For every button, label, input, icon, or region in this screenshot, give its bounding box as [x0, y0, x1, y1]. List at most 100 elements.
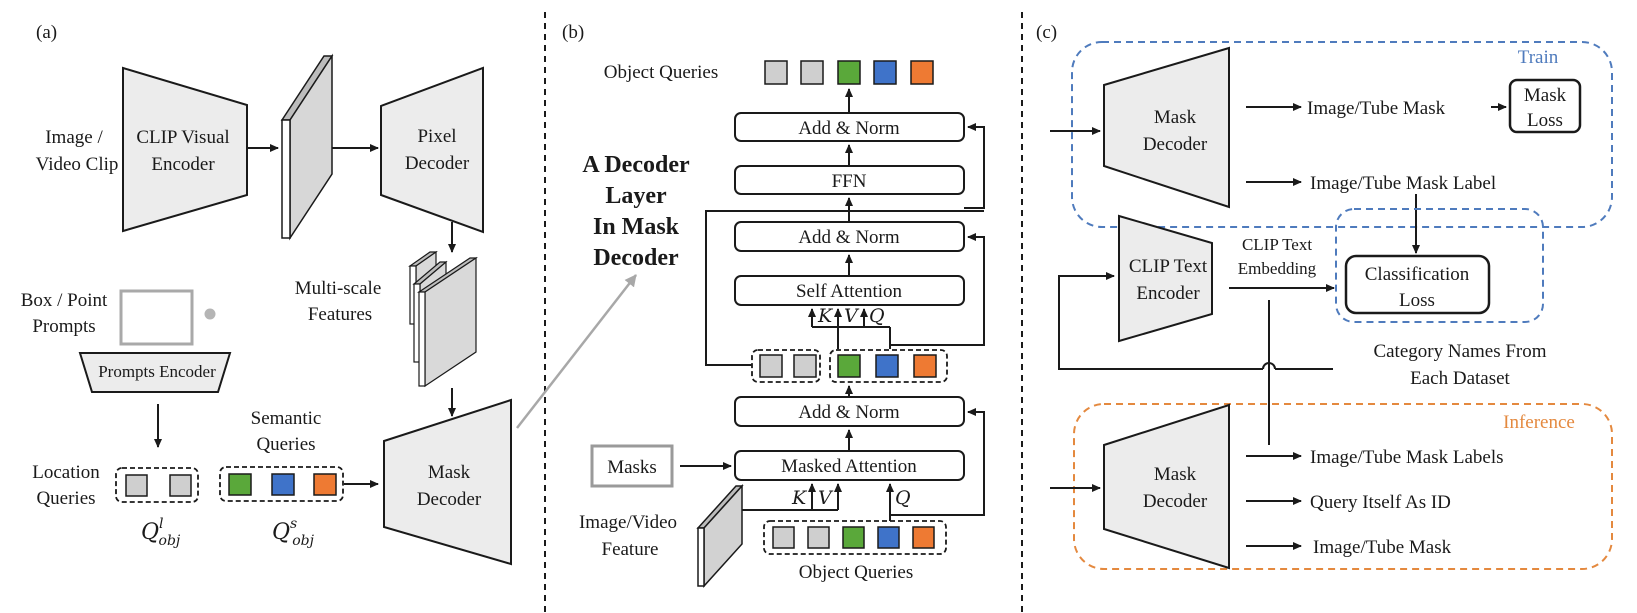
- mask-decoder-inference-block: [1103, 403, 1230, 570]
- box-prompt-shape: [119, 289, 194, 346]
- mask-loss-label-2: Loss: [1527, 110, 1563, 131]
- multiscale-label-2: Features: [308, 304, 372, 325]
- panel-label-b: (b): [562, 22, 584, 43]
- add-norm-label-2: Add & Norm: [798, 227, 900, 248]
- mask-decoder-a-label: Mask: [428, 462, 471, 483]
- decoder-layer-title-3: In Mask: [593, 214, 680, 240]
- mask-decoder-train-block: [1103, 46, 1230, 209]
- prompts-encoder-block: [78, 352, 232, 393]
- add-norm-block-1: [734, 396, 965, 427]
- object-query-token-blue: [873, 60, 897, 85]
- point-prompt-dot: [204, 308, 216, 320]
- semantic-queries-label-2: Queries: [256, 434, 315, 455]
- classification-loss-label-2: Loss: [1399, 290, 1435, 311]
- masks-box: [590, 444, 674, 488]
- semantic-queries-group: [219, 466, 344, 502]
- v-label-ma: V: [818, 487, 834, 509]
- masked-attention-block: [734, 450, 965, 481]
- multiscale-feature-stack: [408, 250, 478, 388]
- clip-text-embedding-label-2: Embedding: [1238, 259, 1317, 278]
- location-queries-label-2: Queries: [36, 488, 95, 509]
- zoom-arrow: [516, 274, 637, 429]
- middle-color-query-group: [829, 349, 948, 383]
- masked-attention-label: Masked Attention: [781, 456, 917, 477]
- mask-decoder-inference-label: Mask: [1154, 464, 1197, 485]
- panel-a: Image / Video Clip CLIP Visual Encoder P…: [21, 53, 637, 566]
- multiscale-label: Multi-scale: [295, 278, 382, 299]
- feature-slab-edge: [697, 527, 705, 587]
- ffn-label: FFN: [832, 171, 867, 192]
- mask-decoder-block-a: [383, 398, 512, 566]
- image-video-feature-label-2: Feature: [602, 539, 659, 560]
- add-norm-label-3: Add & Norm: [798, 118, 900, 139]
- feature-map-slab-front: [281, 119, 291, 239]
- pixel-decoder-block: [380, 66, 484, 234]
- mask-decoder-inference-label-2: Decoder: [1143, 491, 1208, 512]
- add-norm-block-2: [734, 221, 965, 252]
- object-query-token-orange: [910, 60, 934, 85]
- box-prompts-label: Box / Point: [21, 290, 108, 311]
- masks-label: Masks: [607, 457, 657, 478]
- panel-c: Train Mask Decoder Image/Tube Mask Mask …: [1050, 41, 1613, 570]
- object-query-token-green: [837, 354, 861, 378]
- prompts-encoder-label: Prompts Encoder: [98, 362, 216, 381]
- ffn-block: [734, 165, 965, 195]
- add-norm-label-1: Add & Norm: [798, 402, 900, 423]
- object-query-token-orange: [912, 526, 935, 549]
- k-label-sa: K: [817, 305, 834, 327]
- skip-line: [705, 210, 984, 366]
- add-norm-block-3: [734, 112, 965, 142]
- semantic-queries-label: Semantic: [251, 408, 322, 429]
- k-label-ma: K: [791, 487, 808, 509]
- query-itself-as-id-text: Query Itself As ID: [1310, 492, 1451, 513]
- mask-decoder-train-label-2: Decoder: [1143, 134, 1208, 155]
- decoder-layer-title-4: Decoder: [593, 245, 679, 271]
- mask-loss-box: [1508, 78, 1582, 134]
- middle-grey-query-group: [751, 349, 821, 383]
- object-query-token: [807, 526, 830, 549]
- image-tube-mask-train-label: Image/Tube Mask: [1307, 98, 1446, 119]
- inference-label: Inference: [1503, 412, 1575, 433]
- location-queries-group: [115, 467, 199, 503]
- object-query-token-blue: [877, 526, 900, 549]
- q-label-ma: Q: [895, 487, 911, 509]
- bottom-query-group: [763, 520, 947, 555]
- clip-text-embedding-label: CLIP Text: [1242, 235, 1312, 254]
- train-group: [1071, 41, 1613, 228]
- image-video-feature-label: Image/Video: [579, 512, 677, 533]
- object-query-token: [764, 60, 788, 85]
- semantic-query-token-blue: [271, 473, 295, 496]
- train-label: Train: [1518, 47, 1559, 68]
- object-query-token: [772, 526, 795, 549]
- classification-loss-label: Classification: [1365, 264, 1470, 285]
- clip-visual-encoder-label-2: Encoder: [151, 154, 215, 175]
- object-query-token: [800, 60, 824, 85]
- pixel-decoder-label-2: Decoder: [405, 153, 470, 174]
- category-names-label-2: Each Dataset: [1410, 368, 1510, 389]
- mask-decoder-a-label-2: Decoder: [417, 489, 482, 510]
- input-label: Image /: [45, 127, 103, 148]
- image-tube-mask-inference-text: Image/Tube Mask: [1313, 537, 1452, 558]
- residual-line: [890, 233, 985, 346]
- clip-visual-encoder-label: CLIP Visual: [136, 127, 229, 148]
- object-query-token-green: [837, 60, 861, 85]
- residual-line: [964, 123, 985, 209]
- panel-label-c: (c): [1036, 22, 1057, 43]
- image-tube-mask-label-text: Image/Tube Mask Label: [1310, 173, 1496, 194]
- category-names-label: Category Names From: [1373, 341, 1546, 362]
- object-queries-bottom-label: Object Queries: [799, 562, 913, 583]
- input-label-2: Video Clip: [36, 154, 119, 175]
- object-queries-top-label: Object Queries: [604, 62, 718, 83]
- object-query-token: [759, 354, 783, 378]
- panel-b: A Decoder Layer In Mask Decoder Object Q…: [579, 60, 985, 588]
- classification-group: [1335, 208, 1544, 323]
- object-query-token-orange: [913, 354, 937, 378]
- inference-group: [1073, 403, 1613, 570]
- mask-loss-label: Mask: [1524, 85, 1567, 106]
- residual-line: [890, 408, 985, 516]
- q-label-sa: Q: [869, 305, 885, 327]
- clip-text-encoder-block: [1118, 214, 1213, 343]
- mask-decoder-train-label: Mask: [1154, 107, 1197, 128]
